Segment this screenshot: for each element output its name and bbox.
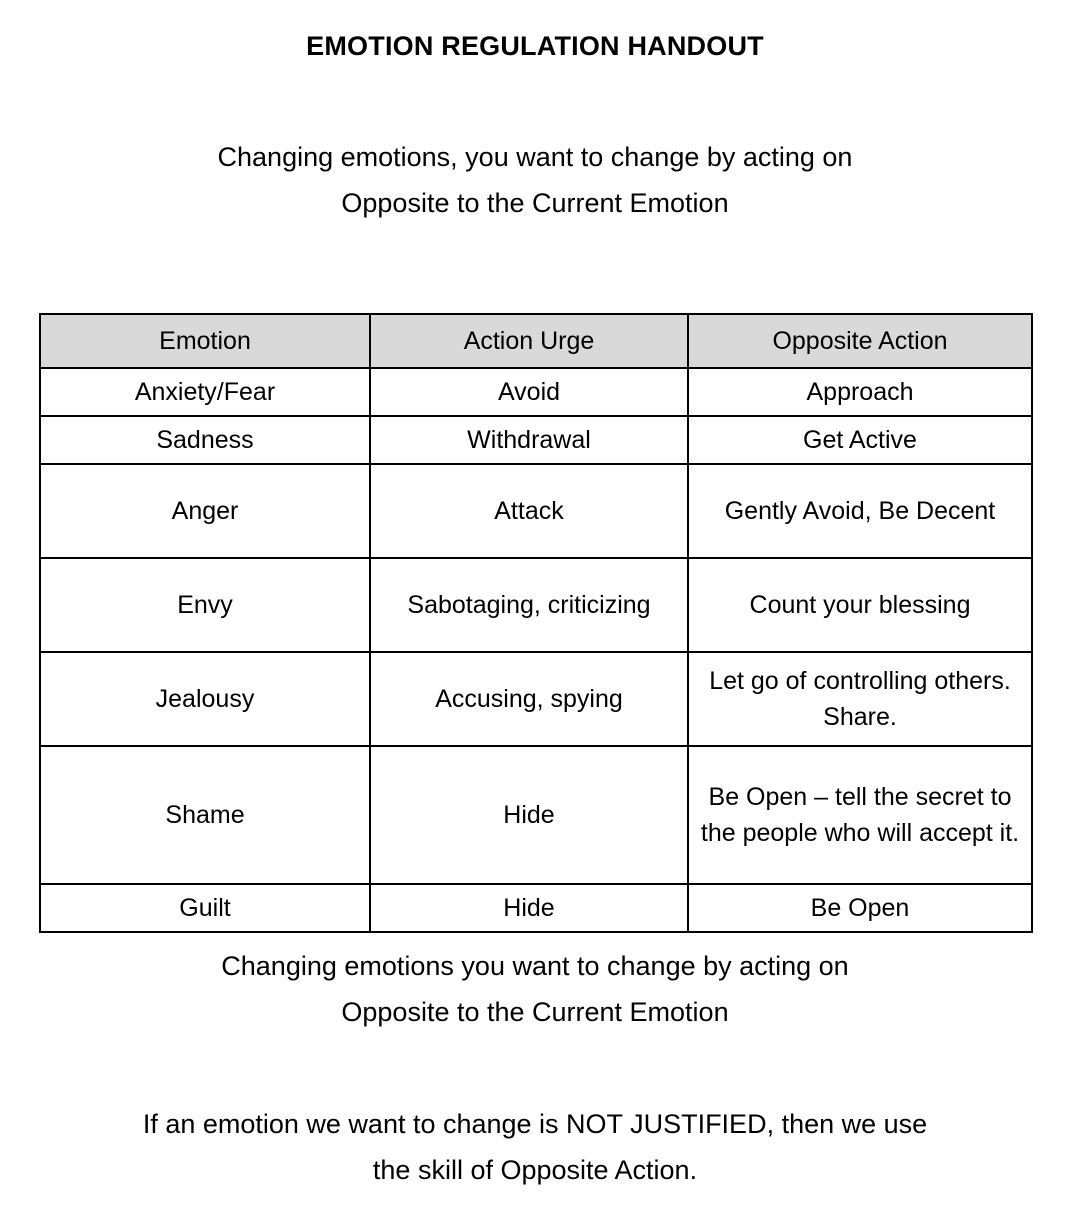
emotion-regulation-table: Emotion Action Urge Opposite Action Anxi… [39, 313, 1033, 933]
cell-action-urge: Hide [369, 883, 689, 933]
column-header-emotion: Emotion [39, 313, 371, 369]
cell-opposite-action: Count your blessing [687, 557, 1033, 653]
table-row: Anger Attack Gently Avoid, Be Decent [39, 463, 1033, 559]
intro-line-1: Changing emotions, you want to change by… [217, 142, 853, 172]
table-row: Envy Sabotaging, criticizing Count your … [39, 557, 1033, 653]
cell-action-urge: Accusing, spying [369, 651, 689, 747]
table-row: Anxiety/Fear Avoid Approach [39, 367, 1033, 417]
cell-opposite-action: Let go of controlling others. Share. [687, 651, 1033, 747]
cell-emotion: Guilt [39, 883, 371, 933]
cell-opposite-action: Be Open [687, 883, 1033, 933]
table-row: Guilt Hide Be Open [39, 883, 1033, 933]
outro-paragraph: Changing emotions you want to change by … [0, 943, 1070, 1035]
cell-opposite-action: Gently Avoid, Be Decent [687, 463, 1033, 559]
intro-line-2: Opposite to the Current Emotion [341, 188, 729, 218]
cell-emotion: Shame [39, 745, 371, 885]
cell-action-urge: Hide [369, 745, 689, 885]
note-line-2: the skill of Opposite Action. [372, 1155, 698, 1185]
note-paragraph: If an emotion we want to change is NOT J… [0, 1101, 1070, 1193]
cell-action-urge: Avoid [369, 367, 689, 417]
cell-emotion: Anxiety/Fear [39, 367, 371, 417]
cell-emotion: Jealousy [39, 651, 371, 747]
outro-line-2: Opposite to the Current Emotion [341, 997, 729, 1027]
page-title: EMOTION REGULATION HANDOUT [306, 31, 764, 62]
cell-opposite-action: Approach [687, 367, 1033, 417]
emotion-table-container: Emotion Action Urge Opposite Action Anxi… [39, 313, 1033, 933]
column-header-opposite-action: Opposite Action [687, 313, 1033, 369]
table-body: Anxiety/Fear Avoid Approach Sadness With… [39, 367, 1033, 933]
outro-line-1: Changing emotions you want to change by … [221, 951, 849, 981]
cell-action-urge: Attack [369, 463, 689, 559]
cell-opposite-action: Get Active [687, 415, 1033, 465]
cell-action-urge: Sabotaging, criticizing [369, 557, 689, 653]
cell-action-urge: Withdrawal [369, 415, 689, 465]
cell-emotion: Sadness [39, 415, 371, 465]
column-header-action-urge: Action Urge [369, 313, 689, 369]
table-row: Jealousy Accusing, spying Let go of cont… [39, 651, 1033, 747]
table-header-row: Emotion Action Urge Opposite Action [39, 313, 1033, 369]
note-line-1: If an emotion we want to change is NOT J… [142, 1109, 928, 1139]
cell-emotion: Envy [39, 557, 371, 653]
intro-paragraph: Changing emotions, you want to change by… [0, 134, 1070, 226]
table-row: Shame Hide Be Open – tell the secret to … [39, 745, 1033, 885]
table-header: Emotion Action Urge Opposite Action [39, 313, 1033, 369]
cell-emotion: Anger [39, 463, 371, 559]
table-row: Sadness Withdrawal Get Active [39, 415, 1033, 465]
cell-opposite-action: Be Open – tell the secret to the people … [687, 745, 1033, 885]
